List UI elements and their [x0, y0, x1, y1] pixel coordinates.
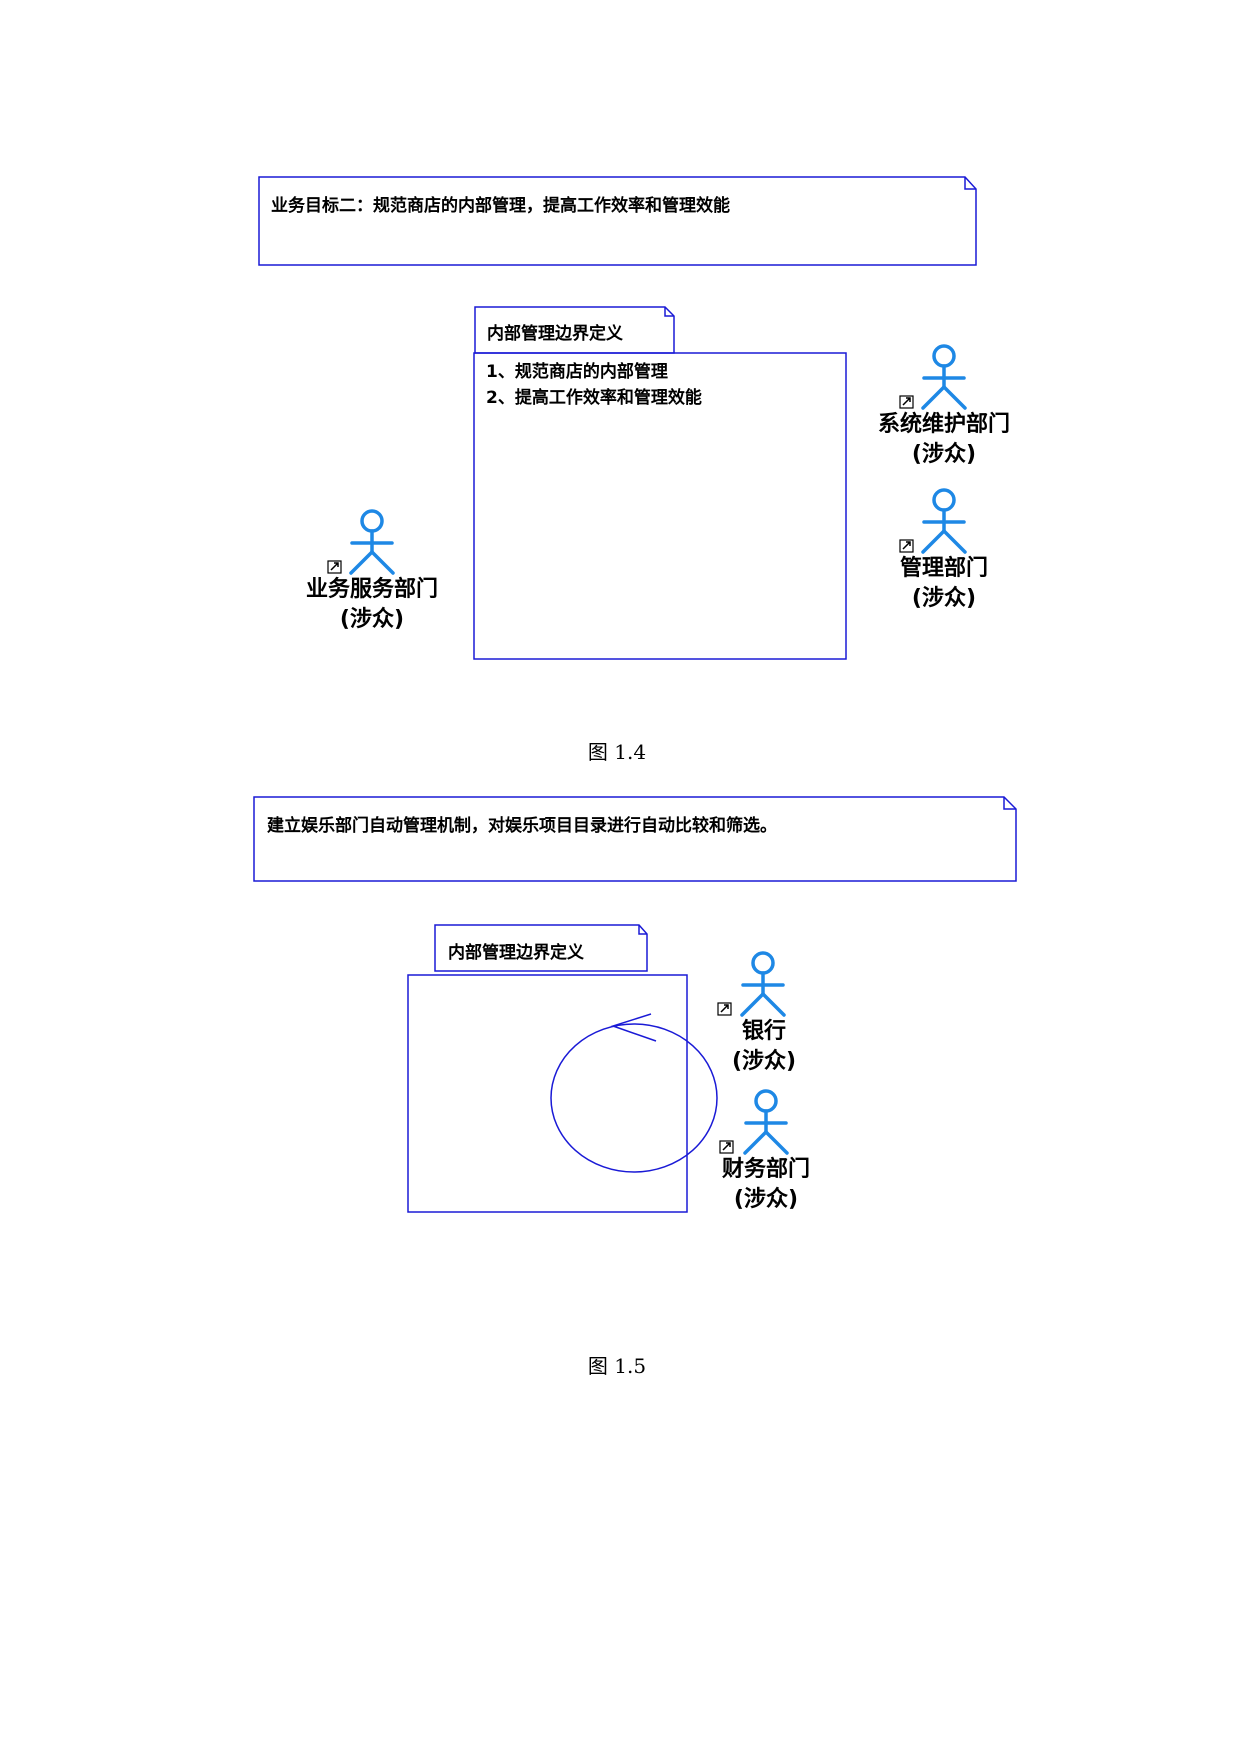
actor-role: (涉众): [911, 586, 977, 611]
note-fold-1-4: [964, 177, 976, 190]
actor-name: 系统维护部门: [877, 412, 1011, 437]
shortcut-arrow-icon: [719, 1140, 734, 1154]
actor-figure-management[interactable]: [921, 488, 967, 554]
arrowhead-icon: [610, 1013, 657, 1042]
self-loop-ellipse: [550, 1023, 718, 1173]
actor-label-management: 管理部门 (涉众): [900, 554, 988, 614]
actor-name: 银行: [741, 1019, 786, 1044]
package-tab-label-1-4: 内部管理边界定义: [487, 324, 623, 344]
figure-caption-1-5: 图 1.5: [587, 1354, 647, 1378]
note-text-1-5: 建立娱乐部门自动管理机制，对娱乐项目目录进行自动比较和筛选。: [267, 816, 777, 836]
actor-label-business-service: 业务服务部门 (涉众): [306, 575, 438, 635]
package-tab-1-5: [434, 924, 648, 972]
shortcut-arrow-icon: [717, 1002, 732, 1016]
shortcut-arrow-icon: [899, 395, 914, 409]
actor-label-system-maintenance: 系统维护部门 (涉众): [878, 410, 1010, 470]
package-tab-fold-1-5: [638, 925, 647, 935]
actor-figure-finance[interactable]: [743, 1089, 789, 1155]
package-tab-fold-1-4: [664, 307, 674, 317]
actor-figure-business-service[interactable]: [349, 509, 395, 575]
actor-name: 管理部门: [899, 556, 989, 581]
actor-role: (涉众): [731, 1049, 797, 1074]
package-tab-1-4: [474, 306, 675, 354]
note-fold-1-5: [1003, 797, 1016, 810]
package-line-1: 1、规范商店的内部管理: [486, 362, 668, 382]
note-box-1-4: [258, 176, 977, 266]
shortcut-arrow-icon: [327, 560, 342, 574]
figure-caption-1-4: 图 1.4: [587, 740, 647, 764]
actor-name: 业务服务部门: [305, 577, 439, 602]
package-body-1-5: [407, 974, 688, 1213]
actor-figure-system-maintenance[interactable]: [921, 344, 967, 410]
package-body-1-4: [473, 352, 847, 660]
actor-role: (涉众): [339, 607, 405, 632]
shortcut-arrow-icon: [899, 539, 914, 553]
actor-label-bank: 银行 (涉众): [732, 1017, 796, 1077]
note-box-1-5: [253, 796, 1017, 882]
package-line-2: 2、提高工作效率和管理效能: [486, 388, 702, 408]
package-tab-label-1-5: 内部管理边界定义: [448, 943, 584, 963]
note-text-1-4: 业务目标二：规范商店的内部管理，提高工作效率和管理效能: [271, 196, 730, 216]
actor-figure-bank[interactable]: [740, 951, 786, 1017]
actor-role: (涉众): [733, 1187, 799, 1212]
actor-label-finance: 财务部门 (涉众): [722, 1155, 810, 1215]
actor-name: 财务部门: [721, 1157, 811, 1182]
actor-role: (涉众): [911, 442, 977, 467]
